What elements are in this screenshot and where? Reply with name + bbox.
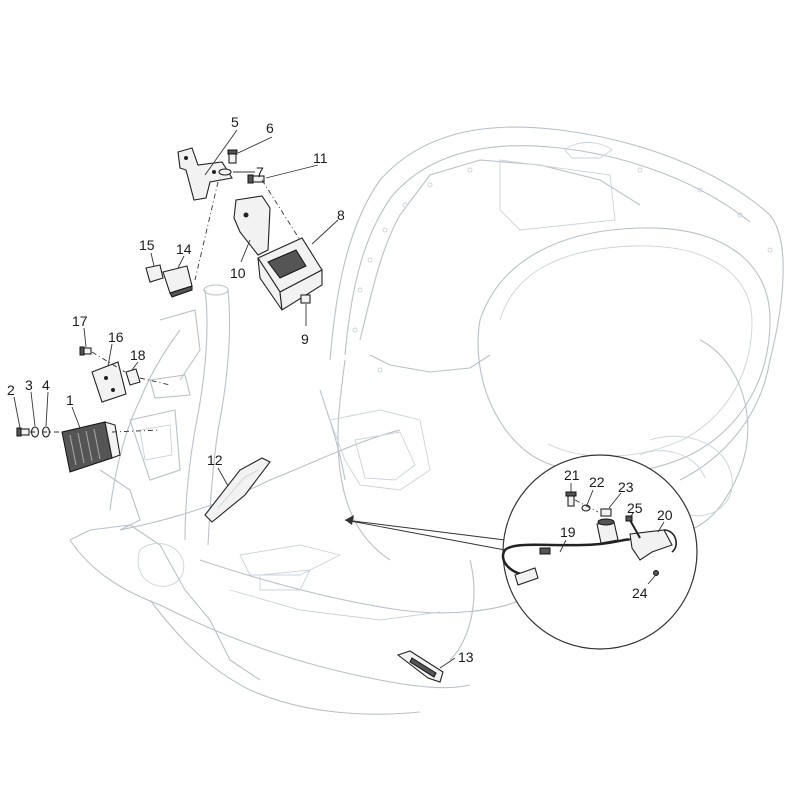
callout-22: 22 xyxy=(586,474,605,506)
part-15-grommet xyxy=(145,264,164,283)
callout-label: 22 xyxy=(589,474,605,490)
callout-label: 12 xyxy=(207,452,223,468)
callout-3: 3 xyxy=(25,377,36,427)
callout-8: 8 xyxy=(311,207,345,245)
part-12-cover xyxy=(204,457,271,523)
callout-4: 4 xyxy=(42,377,50,427)
part-25-screw xyxy=(625,515,641,539)
callout-24: 24 xyxy=(632,575,656,601)
callout-label: 5 xyxy=(231,114,239,130)
callout-11: 11 xyxy=(265,150,328,179)
callout-2: 2 xyxy=(7,382,21,429)
callout-12: 12 xyxy=(207,452,229,487)
part-18-clip xyxy=(125,368,141,386)
part-10-bracket xyxy=(233,195,271,256)
part-1-voltage-regulator xyxy=(61,421,121,473)
callout-13: 13 xyxy=(439,649,474,669)
part-16-bracket xyxy=(91,361,127,403)
callout-label: 9 xyxy=(301,331,309,347)
callout-19: 19 xyxy=(559,524,576,553)
callout-label: 8 xyxy=(337,207,345,223)
callout-5: 5 xyxy=(204,114,239,176)
part-8-control-unit xyxy=(257,237,323,311)
callout-label: 4 xyxy=(42,377,50,393)
callout-label: 10 xyxy=(230,265,246,281)
scooter-body-outline xyxy=(69,126,784,715)
part-7-nut xyxy=(218,168,232,176)
callout-1: 1 xyxy=(66,392,81,429)
callout-18: 18 xyxy=(130,347,146,371)
callout-23: 23 xyxy=(608,479,634,509)
callout-label: 2 xyxy=(7,382,15,398)
callout-label: 16 xyxy=(108,329,124,345)
callout-21: 21 xyxy=(564,467,580,492)
callout-label: 13 xyxy=(458,649,474,665)
callout-label: 18 xyxy=(130,347,146,363)
callout-20: 20 xyxy=(657,507,673,533)
part-23-spacer xyxy=(600,508,612,517)
callout-label: 19 xyxy=(560,524,576,540)
callout-label: 6 xyxy=(266,120,274,136)
callout-7: 7 xyxy=(233,164,264,180)
callout-9: 9 xyxy=(301,304,309,347)
callout-25: 25 xyxy=(627,500,643,519)
callout-label: 3 xyxy=(25,377,33,393)
callout-label: 21 xyxy=(564,467,580,483)
part-13-cover xyxy=(396,650,444,683)
part-17-screw xyxy=(79,346,92,356)
part-24-nut xyxy=(653,570,659,576)
callout-16: 16 xyxy=(107,329,124,367)
part-14-relay xyxy=(162,265,193,298)
part-9-nut xyxy=(300,294,311,304)
callout-label: 7 xyxy=(256,164,264,180)
callout-label: 1 xyxy=(66,392,74,408)
part-2-bolt xyxy=(16,427,30,437)
callout-14: 14 xyxy=(176,241,192,269)
part-6-screw xyxy=(227,149,238,164)
part-5-bracket xyxy=(177,147,233,201)
callout-label: 15 xyxy=(139,237,155,253)
callout-label: 24 xyxy=(632,585,648,601)
callout-labels: 1 2 3 4 5 6 7 8 xyxy=(7,114,673,669)
callout-label: 14 xyxy=(176,241,192,257)
callout-label: 20 xyxy=(657,507,673,523)
callout-6: 6 xyxy=(237,120,274,154)
part-21-bolt xyxy=(565,491,577,507)
part-19-ignition-cable xyxy=(501,538,631,586)
callout-label: 23 xyxy=(618,479,634,495)
callout-10: 10 xyxy=(230,239,251,281)
part-11-screw xyxy=(247,174,265,184)
callout-17: 17 xyxy=(72,313,88,348)
callout-label: 17 xyxy=(72,313,88,329)
callout-label: 11 xyxy=(313,150,328,166)
callout-label: 25 xyxy=(627,500,643,516)
part-19-cap xyxy=(596,518,619,544)
callout-15: 15 xyxy=(139,237,155,267)
